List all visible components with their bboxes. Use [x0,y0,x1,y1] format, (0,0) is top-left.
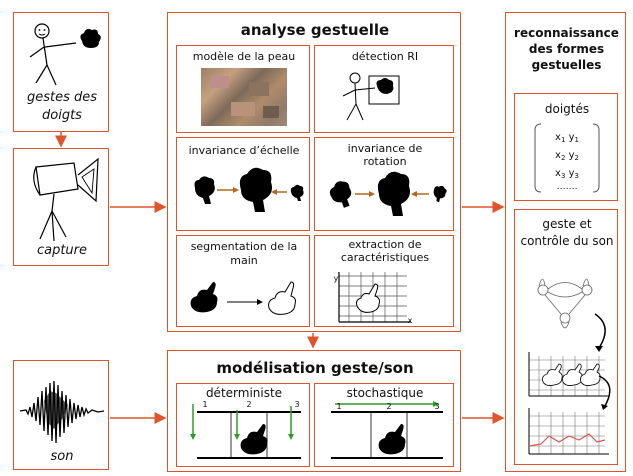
grid-plot-bottom [528,408,609,455]
stochastic-label: stochastique [346,386,424,400]
gestures-caption: gestes des doigts [26,90,98,123]
cell-scale-invariance: invariance d’échelle [176,137,310,231]
cell-label: extraction de caractéristiques [340,238,430,264]
feature-grid-icon [338,272,411,323]
cell-ir-detection: détection RI [314,45,454,133]
matrix-row: x2 y2 [555,150,579,162]
rotation-hands-icon [329,171,447,216]
tick-label: 1 [202,400,208,409]
tick-label: 3 [294,400,300,409]
hmm-and-plots-icon [528,278,611,455]
hmm-graph [537,278,593,329]
stochastic-panel: stochastique 1 2 3 [314,383,454,467]
fingerings-title: doigtés [544,102,590,116]
axis-y-label: y [333,274,339,283]
tick-label: 3 [434,402,440,411]
gestures-box: gestes des doigts [13,12,109,132]
deterministic-label: déterministe [205,386,283,400]
tick-label: 2 [386,402,392,411]
segmentation-hands-icon [190,281,296,315]
stick-figure-icon [29,23,101,86]
tick-label: 1 [336,402,342,411]
matrix-brackets [534,123,600,193]
skin-patch-image [201,68,287,126]
stochastic-diagram [331,401,443,459]
grid-plot-top [528,352,609,397]
analysis-title: analyse gestuelle [240,21,390,39]
ir-figure-icon [342,72,400,121]
cell-label: invariance de rotation [347,142,423,168]
matrix-row: x1 y1 [555,132,579,144]
control-title: geste et contrôle du son [520,217,614,248]
camera-icon [33,157,99,242]
control-panel: geste et contrôle du son [514,209,618,465]
cell-label: segmentation de la main [190,240,298,267]
capture-box: capture [13,148,109,266]
cell-label: invariance d’échelle [188,144,300,157]
fingerings-panel: doigtés x1 y1 x2 y2 x3 y3 ……. [514,93,618,201]
recognition-box: reconnaissance des formes gestuelles doi… [505,12,626,472]
cell-feature-extraction: extraction de caractéristiques y x [314,235,454,327]
matrix-ellipsis: ……. [556,182,578,192]
cell-skin-model: modèle de la peau [176,45,310,133]
sound-caption: son [50,449,74,464]
cell-hand-segmentation: segmentation de la main [176,235,310,327]
deterministic-panel: déterministe 1 2 3 [176,383,310,467]
modeling-title: modélisation geste/son [216,359,414,377]
cell-label: détection RI [351,50,419,63]
sound-box: son [13,360,109,470]
axis-x-label: x [407,316,413,325]
cell-rotation-invariance: invariance de rotation [314,137,454,231]
matrix-row: x3 y3 [555,168,579,180]
modeling-box: modélisation geste/son déterministe 1 2 … [167,350,461,472]
scale-hands-icon [194,167,304,212]
analysis-box: analyse gestuelle modèle de la peau déte… [167,12,461,332]
capture-caption: capture [36,243,88,258]
cell-label: modèle de la peau [192,50,296,63]
deterministic-diagram [190,404,301,459]
waveform-icon [19,380,105,444]
recognition-title: reconnaissance des formes gestuelles [514,26,619,72]
tick-label: 2 [246,400,252,409]
